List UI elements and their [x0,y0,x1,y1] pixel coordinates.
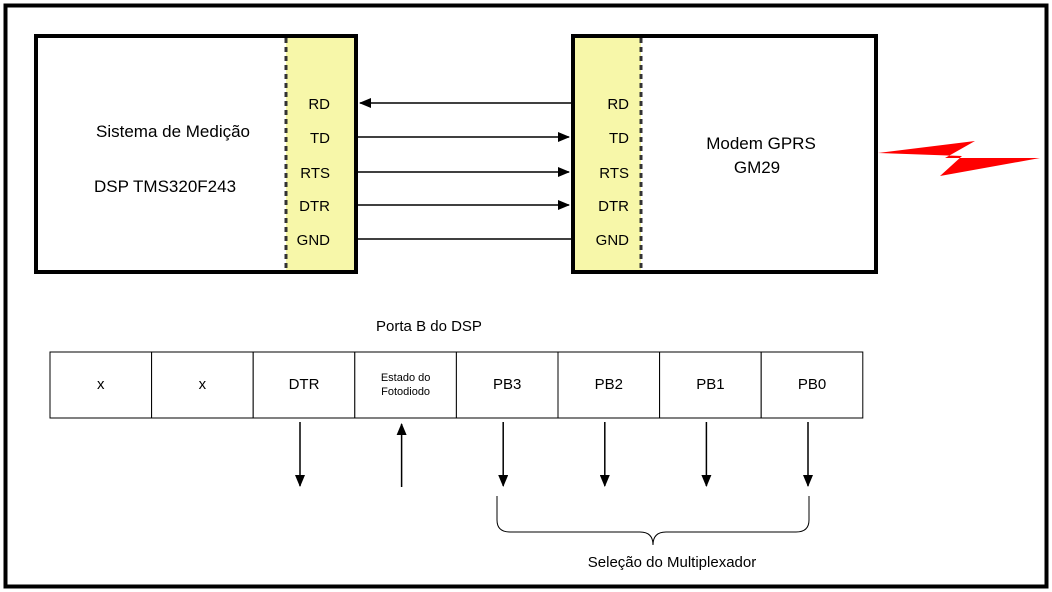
dsp-pin-label: TD [310,130,330,147]
port-bit-cell [557,351,661,419]
modem-pin-label: RD [607,96,629,113]
port-bit-label: PB3 [493,376,521,393]
signal-lines [358,98,571,240]
port-bit-label: DTR [289,376,320,393]
modem-block: Modem GPRS GM29 RD TD RTS DTR GND [571,34,878,274]
port-bit-label: PB0 [798,376,826,393]
modem-block-name: Modem GPRS [706,134,816,153]
port-bit-label: PB2 [595,376,623,393]
dsp-pin-labels: RD TD RTS DTR GND [297,96,331,249]
modem-pin-label: RTS [599,165,629,182]
port-bit-label: Fotodiodo [381,386,430,398]
port-bit-label: PB1 [696,376,724,393]
modem-pin-label: DTR [598,198,629,215]
port-bit-cell [659,351,762,419]
port-arrows [295,422,813,487]
dsp-block-name: Sistema de Medição [96,122,250,141]
port-bit-label: Estado do [381,372,431,384]
modem-pin-label: TD [609,130,629,147]
dsp-pin-panel [286,38,354,270]
modem-pin-labels: RD TD RTS DTR GND [596,96,630,249]
dsp-block: Sistema de Medição DSP TMS320F243 RD TD RT… [34,34,358,274]
dsp-pin-label: DTR [299,198,330,215]
port-bit-label: x [97,376,105,393]
dsp-pin-label: GND [297,232,331,249]
port-bit-cell [455,351,559,419]
port-title: Porta B do DSP [376,318,482,335]
port-bit-label: x [199,376,207,393]
dsp-block-chip: DSP TMS320F243 [94,177,236,196]
port-bit-cell [354,351,457,419]
lightning-bolt-icon [878,141,1040,176]
port-bit-cell [252,351,356,419]
modem-block-model: GM29 [734,158,780,177]
port-register: x x DTR Estado do Fotodiodo PB3 PB2 PB1 PB0 [49,351,864,419]
port-bit-cell [760,351,864,419]
modem-pin-label: GND [596,232,630,249]
dsp-pin-label: RTS [300,165,330,182]
port-bit-cell [151,351,254,419]
modem-pin-panel [575,38,641,270]
dsp-pin-label: RD [308,96,330,113]
multiplexer-brace [496,496,810,546]
multiplexer-brace-label: Seleção do Multiplexador [588,554,756,571]
